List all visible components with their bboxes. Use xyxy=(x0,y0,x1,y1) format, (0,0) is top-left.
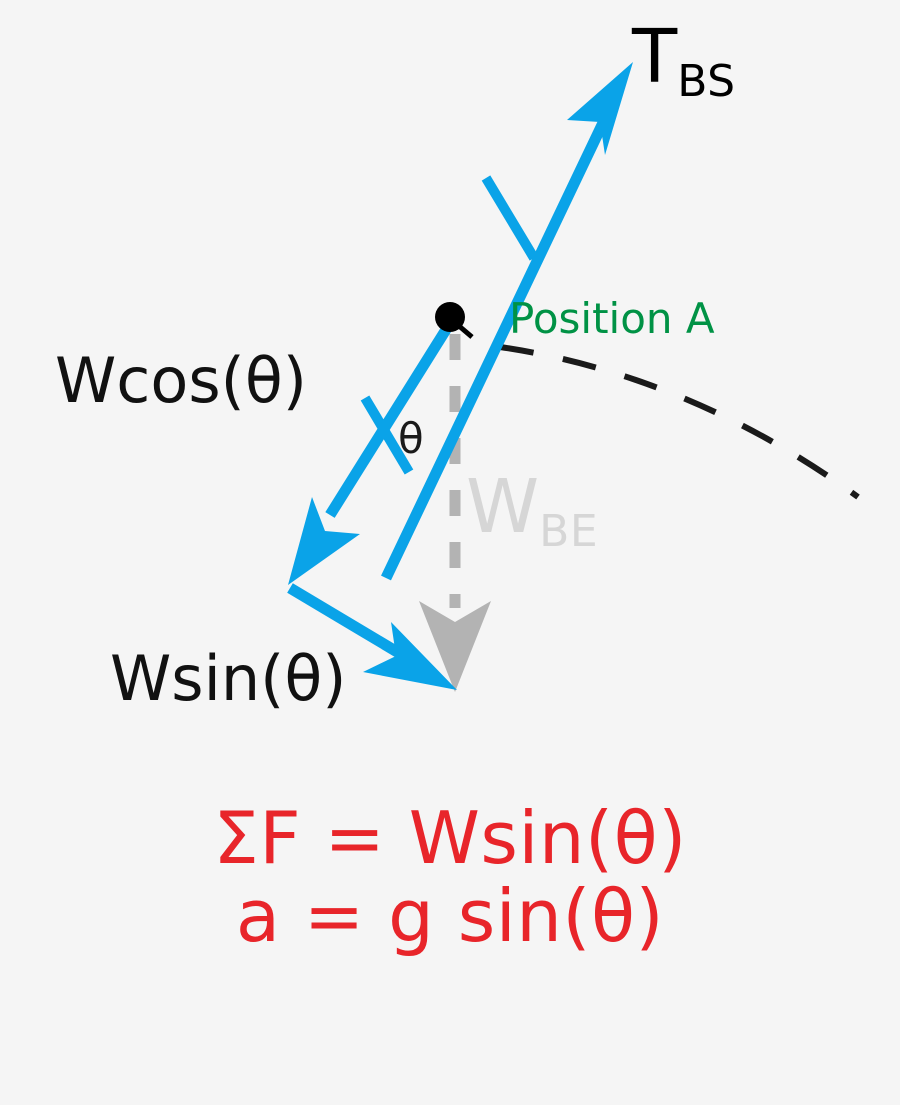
wsin-vector-arrowhead xyxy=(363,622,457,690)
weight-label-base: W xyxy=(466,464,540,550)
wcos-component-vector xyxy=(288,317,457,585)
tension-tick-mark-upper xyxy=(481,175,539,261)
wsin-vector-shaft xyxy=(287,583,417,667)
equation-sum-forces: ΣF = Wsin(θ) xyxy=(213,796,687,880)
tension-tick-mark-lower xyxy=(360,395,414,475)
tension-vector-arrowhead xyxy=(567,62,633,155)
weight-label: WBE xyxy=(466,470,598,554)
tension-vector-shaft xyxy=(381,101,617,581)
wcos-vector-arrowhead xyxy=(288,497,360,585)
pendulum-bob-tick xyxy=(450,318,474,339)
wsin-label: Wsin(θ) xyxy=(110,642,347,715)
wcos-label: Wcos(θ) xyxy=(55,344,307,417)
tension-label-base: T xyxy=(632,14,678,100)
equations-block: ΣF = Wsin(θ) a = g sin(θ) xyxy=(0,796,900,958)
wcos-vector-shaft xyxy=(325,317,457,518)
equation-acceleration: a = g sin(θ) xyxy=(235,873,665,958)
swing-path-arc xyxy=(499,344,860,500)
tension-label: TBS xyxy=(632,20,736,104)
weight-vector xyxy=(419,334,491,692)
tension-label-subscript: BS xyxy=(677,56,736,107)
weight-label-subscript: BE xyxy=(539,506,599,557)
tension-vector xyxy=(360,62,633,581)
theta-angle-label: θ xyxy=(398,414,424,463)
pendulum-bob xyxy=(435,302,474,339)
position-a-label: Position A xyxy=(509,294,715,343)
wsin-component-vector xyxy=(287,583,457,690)
weight-vector-arrowhead xyxy=(419,601,491,692)
